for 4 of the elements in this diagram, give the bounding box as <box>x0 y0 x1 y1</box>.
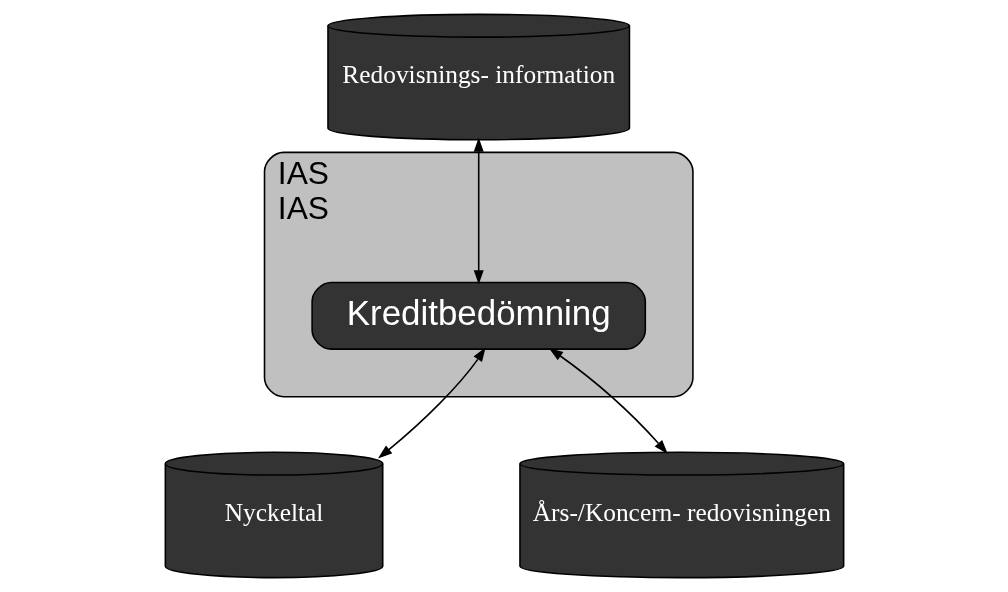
arrow <box>377 347 486 459</box>
node-box: Kreditbedömning <box>310 281 646 350</box>
arrow <box>548 347 668 454</box>
arrow <box>473 137 484 285</box>
